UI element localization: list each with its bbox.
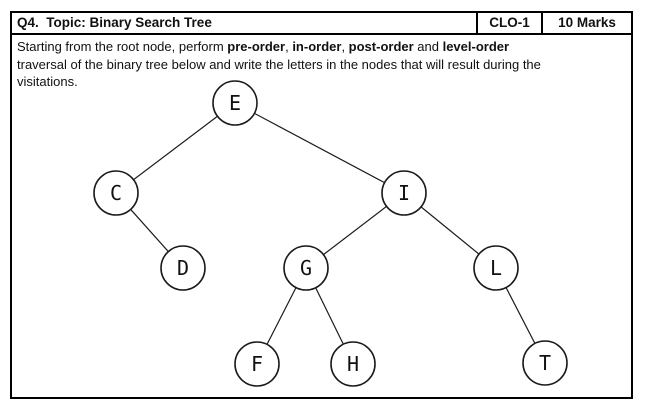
tree-node-circle: [160, 245, 206, 291]
tree-node-label: I: [398, 181, 410, 205]
tree-node-F: F: [234, 341, 280, 387]
tree-node-label: H: [347, 352, 359, 376]
tree-node-label: F: [251, 352, 263, 376]
tree-node-label: D: [177, 256, 189, 280]
tree-node-C: C: [93, 170, 139, 216]
tree-node-circle: [212, 80, 258, 126]
tree-node-H: H: [330, 341, 376, 387]
question-text-line: traversal of the binary tree below and w…: [17, 56, 541, 72]
tree-node-E: E: [212, 80, 258, 126]
tree-edge-E-C: [115, 102, 236, 194]
tree-node-circle: [234, 341, 280, 387]
tree-node-I: I: [381, 170, 427, 216]
tree-node-label: C: [110, 181, 122, 205]
question-text: Starting from the root node, perform pre…: [12, 35, 631, 91]
tree-node-circle: [381, 170, 427, 216]
tree-node-G: G: [283, 245, 329, 291]
question-title: Q4. Topic: Binary Search Tree: [17, 15, 212, 30]
tree-node-D: D: [160, 245, 206, 291]
tree-node-label: E: [229, 91, 241, 115]
tree-node-circle: [93, 170, 139, 216]
tree-node-circle: [330, 341, 376, 387]
tree-node-label: T: [539, 351, 551, 375]
tree-node-T: T: [522, 340, 568, 386]
marks-cell: 10 Marks: [541, 13, 631, 33]
tree-edge-E-I: [234, 102, 405, 194]
tree-node-circle: [473, 245, 519, 291]
question-text-line: Starting from the root node, perform pre…: [17, 39, 510, 54]
tree-node-L: L: [473, 245, 519, 291]
tree-node-label: L: [490, 256, 502, 280]
question-header-row: Q4. Topic: Binary Search Tree CLO-1 10 M…: [12, 13, 631, 35]
clo-cell: CLO-1: [476, 13, 541, 33]
tree-node-circle: [522, 340, 568, 386]
tree-node-circle: [283, 245, 329, 291]
tree-node-label: G: [300, 256, 312, 280]
question-text-line: visitations.: [17, 74, 78, 89]
